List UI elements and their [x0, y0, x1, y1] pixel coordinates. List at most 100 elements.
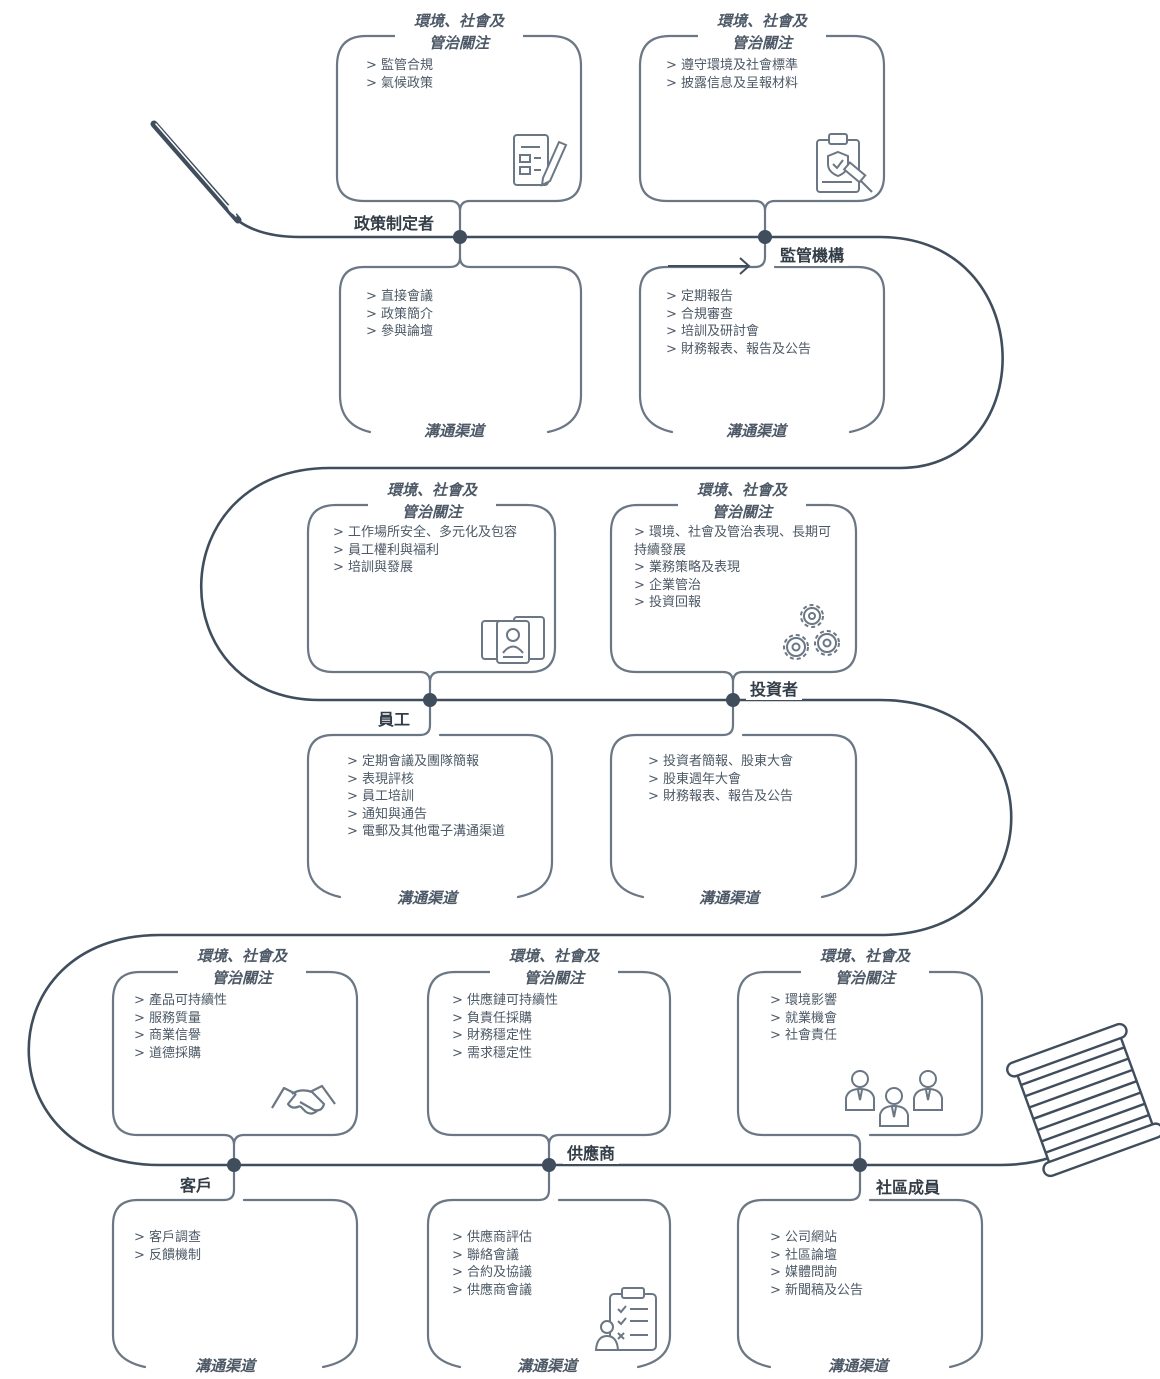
channels-list: 客戶調查 反饋機制: [134, 1229, 201, 1264]
channels-title: 溝通渠道: [820, 1356, 897, 1376]
stakeholder-dot: [542, 1158, 556, 1172]
channels-list: 投資者簡報、股東大會 股東週年大會 財務報表、報告及公告: [648, 753, 793, 806]
concern-box-frame: [638, 34, 886, 239]
stakeholder-label: 員工: [374, 706, 415, 730]
list-item: 社會責任: [770, 1027, 837, 1045]
concerns-title: 環境、社會及管治關注: [178, 945, 306, 989]
concerns-title: 環境、社會及管治關注: [678, 479, 806, 523]
concerns-list: 工作場所安全、多元化及包容 員工權利與福利 培訓與發展: [333, 524, 517, 577]
list-item: 股東週年大會: [648, 771, 793, 789]
list-item: 員工權利與福利: [333, 542, 517, 560]
concerns-list: 環境影響 就業機會 社會責任: [770, 992, 837, 1045]
list-item: 供應商會議: [452, 1282, 532, 1300]
list-item: 環境影響: [770, 992, 837, 1010]
list-item: 合約及協議: [452, 1264, 532, 1282]
channels-list: 供應商評估 聯絡會議 合約及協議 供應商會議: [452, 1229, 532, 1299]
stakeholder-label: 投資者: [746, 676, 803, 700]
stakeholder-label: 社區成員: [872, 1174, 945, 1198]
concern-box-frame: [426, 970, 672, 1167]
list-item: 通知與通告: [347, 806, 505, 824]
list-item: 培訓及研討會: [666, 323, 811, 341]
stakeholder-dot: [726, 693, 740, 707]
list-item: 投資回報: [634, 594, 834, 612]
arrow-icon: [668, 257, 751, 275]
concerns-title: 環境、社會及管治關注: [801, 945, 929, 989]
channels-title: 溝通渠道: [718, 421, 795, 441]
list-item: 員工培訓: [347, 788, 505, 806]
list-item: 參與論壇: [366, 323, 433, 341]
checklist-person-icon: [594, 1287, 657, 1351]
list-item: 公司網站: [770, 1229, 863, 1247]
list-item: 產品可持續性: [134, 992, 227, 1010]
list-item: 投資者簡報、股東大會: [648, 753, 793, 771]
channel-box-frame: [609, 698, 858, 899]
list-item: 媒體問詢: [770, 1264, 863, 1282]
list-item: 定期會議及團隊簡報: [347, 753, 505, 771]
list-item: 財務報表、報告及公告: [666, 341, 811, 359]
gears-icon: [783, 604, 840, 660]
spool-icon: [1006, 1022, 1160, 1178]
channels-list: 定期會議及團隊簡報 表現評核 員工培訓 通知與通告 電郵及其他電子溝通渠道: [347, 753, 505, 841]
thread-line: [27, 220, 1112, 1167]
stakeholder-label: 政策制定者: [350, 210, 439, 234]
list-item: 監管合規: [366, 57, 433, 75]
list-item: 氣候政策: [366, 75, 433, 93]
list-item: 反饋機制: [134, 1247, 201, 1265]
channel-box-frame: [306, 698, 554, 899]
list-item: 表現評核: [347, 771, 505, 789]
concerns-list: 監管合規 氣候政策: [366, 57, 433, 92]
list-item: 合規審查: [666, 306, 811, 324]
list-item: 負責任採購: [452, 1010, 558, 1028]
employee-profiles-icon: [481, 616, 545, 664]
concerns-list: 產品可持續性 服務質量 商業信譽 道德採購: [134, 992, 227, 1062]
stakeholder-dot: [227, 1158, 241, 1172]
list-item: 就業機會: [770, 1010, 837, 1028]
list-item: 財務報表、報告及公告: [648, 788, 793, 806]
channel-box-frame: [426, 1163, 672, 1369]
stakeholder-dot: [453, 230, 467, 244]
list-item: 供應鏈可持續性: [452, 992, 558, 1010]
stakeholder-dot: [853, 1158, 867, 1172]
concern-box-frame: [111, 970, 359, 1167]
handshake-icon: [271, 1084, 336, 1115]
channel-box-frame: [338, 235, 583, 434]
stakeholder-label: 供應商: [563, 1140, 620, 1164]
concerns-title: 環境、社會及管治關注: [368, 479, 496, 523]
list-item: 聯絡會議: [452, 1247, 532, 1265]
list-item: 道德採購: [134, 1045, 227, 1063]
concerns-title: 環境、社會及管治關注: [698, 10, 826, 54]
list-item: 遵守環境及社會標準: [666, 57, 798, 75]
community-people-icon: [845, 1070, 943, 1127]
stakeholder-label: 監管機構: [776, 242, 849, 266]
stakeholder-dot: [758, 230, 772, 244]
document-pen-icon: [513, 134, 568, 187]
channels-list: 公司網站 社區論壇 媒體問詢 新聞稿及公告: [770, 1229, 863, 1299]
channel-box-frame: [638, 235, 886, 434]
channel-box-frame: [736, 1163, 984, 1369]
needle-icon: [150, 120, 242, 224]
list-item: 直接會議: [366, 288, 433, 306]
concerns-list: 供應鏈可持續性 負責任採購 財務穩定性 需求穩定性: [452, 992, 558, 1062]
concerns-title: 環境、社會及管治關注: [490, 945, 618, 989]
channels-title: 溝通渠道: [691, 888, 768, 908]
list-item: 需求穩定性: [452, 1045, 558, 1063]
clipboard-gavel-icon: [816, 133, 873, 193]
list-item: 電郵及其他電子溝通渠道: [347, 823, 505, 841]
list-item: 新聞稿及公告: [770, 1282, 863, 1300]
list-item: 財務穩定性: [452, 1027, 558, 1045]
list-item: 客戶調查: [134, 1229, 201, 1247]
list-item: 服務質量: [134, 1010, 227, 1028]
list-item: 業務策略及表現: [634, 559, 834, 577]
concern-box-frame: [736, 970, 984, 1167]
concern-box-frame: [335, 34, 583, 239]
channels-list: 定期報告 合規審查 培訓及研討會 財務報表、報告及公告: [666, 288, 811, 358]
concerns-title: 環境、社會及管治關注: [395, 10, 523, 54]
channels-list: 直接會議 政策簡介 參與論壇: [366, 288, 433, 341]
list-item: 商業信譽: [134, 1027, 227, 1045]
channels-title: 溝通渠道: [187, 1356, 264, 1376]
list-item: 定期報告: [666, 288, 811, 306]
list-item: 企業管治: [634, 577, 834, 595]
list-item: 供應商評估: [452, 1229, 532, 1247]
list-item: 政策簡介: [366, 306, 433, 324]
